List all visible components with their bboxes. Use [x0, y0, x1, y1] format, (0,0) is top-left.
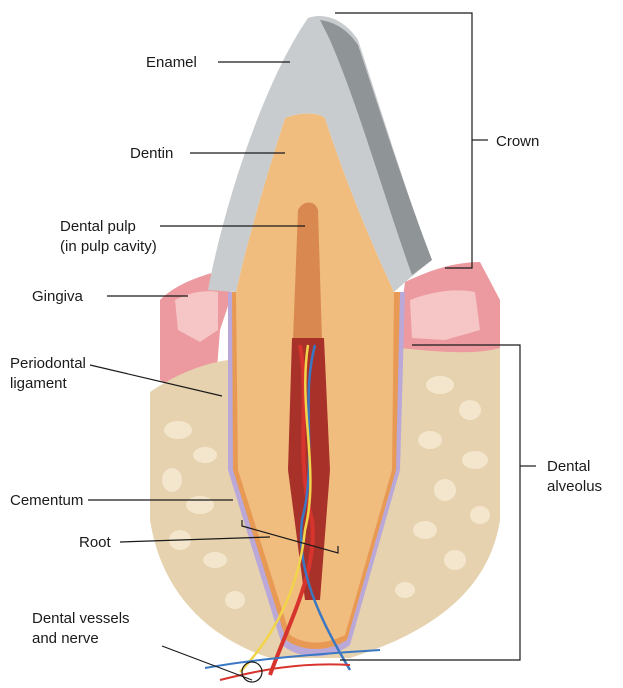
label-periodontal-line2: ligament — [10, 375, 68, 392]
label-dentin: Dentin — [130, 145, 173, 162]
label-cementum: Cementum — [10, 492, 83, 509]
label-enamel: Enamel — [146, 54, 197, 71]
gingiva-right-inner — [410, 290, 480, 340]
label-vessels-line2: and nerve — [32, 630, 99, 647]
label-root: Root — [79, 534, 112, 551]
label-dental-pulp-note: (in pulp cavity) — [60, 238, 157, 255]
label-gingiva: Gingiva — [32, 288, 84, 305]
label-periodontal-line1: Periodontal — [10, 355, 86, 372]
label-alveolus-line2: alveolus — [547, 478, 602, 495]
label-alveolus-line1: Dental — [547, 458, 590, 475]
label-vessels-line1: Dental vessels — [32, 610, 130, 627]
label-crown: Crown — [496, 133, 539, 150]
vessels-below-2 — [220, 664, 350, 680]
label-dental-pulp: Dental pulp — [60, 218, 136, 235]
